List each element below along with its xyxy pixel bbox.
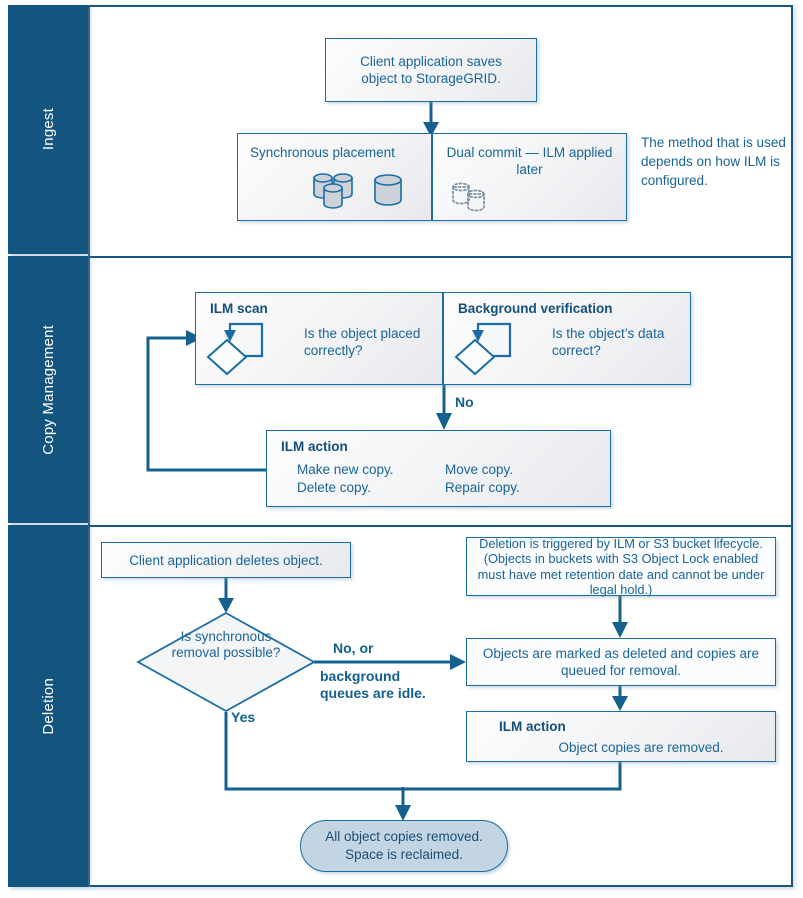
copy-no-label: No [455, 394, 474, 410]
band-divider-copy-deletion [88, 525, 793, 527]
ingest-method-note: The method that is used depends on how I… [641, 135, 786, 188]
band-divider-ingest-copy [88, 256, 793, 258]
deletion-client-delete-box[interactable]: Client application deletes object. [101, 542, 351, 578]
ingest-synchronous-placement-label: Synchronous placement [250, 145, 395, 160]
ingest-client-save-text: Client application saves object to Stora… [360, 54, 502, 86]
deletion-client-delete-text: Client application deletes object. [129, 552, 323, 568]
copy-background-verification-box[interactable]: Background verification Is the object’s … [443, 292, 691, 385]
band-label-copy-management-text: Copy Management [39, 324, 57, 455]
copy-ilm-action-delete-copy: Delete copy. [297, 480, 372, 495]
copy-ilm-scan-title: ILM scan [210, 301, 268, 316]
copy-ilm-action-box[interactable]: ILM action Make new copy. Delete copy. M… [266, 430, 611, 507]
deletion-ilm-action-body: Object copies are removed. [558, 740, 724, 755]
deletion-marked-deleted-box[interactable]: Objects are marked as deleted and copies… [466, 638, 776, 686]
deletion-ilm-action-title: ILM action [499, 719, 566, 734]
dashed-cylinder-icon [452, 182, 485, 212]
copy-ilm-action-repair-copy: Repair copy. [445, 480, 520, 495]
copy-ilm-scan-question: Is the object placed correctly? [304, 326, 421, 358]
deletion-marked-deleted-text: Objects are marked as deleted and copies… [482, 646, 760, 678]
ingest-dual-commit-label: Dual commit — ILM applied later [446, 145, 613, 177]
ingest-client-save-box[interactable]: Client application saves object to Stora… [325, 38, 537, 102]
cylinder-icon [374, 174, 402, 206]
band-label-deletion-text: Deletion [39, 677, 57, 735]
deletion-branch-no-label-2: background queues are idle. [320, 668, 426, 701]
decision-loop-icon [206, 322, 264, 376]
band-label-ingest: Ingest [8, 5, 88, 254]
band-label-copy-management: Copy Management [8, 256, 88, 523]
deletion-branch-no-label-1: No, or [333, 640, 374, 656]
copy-background-verification-question: Is the object’s data correct? [552, 326, 665, 358]
deletion-branch-yes-label: Yes [231, 709, 256, 725]
band-label-ingest-text: Ingest [39, 108, 57, 151]
copy-ilm-scan-box[interactable]: ILM scan Is the object placed correctly? [195, 292, 443, 385]
copy-ilm-action-title: ILM action [281, 439, 348, 454]
copy-background-verification-title: Background verification [458, 301, 613, 316]
ingest-dual-commit-box[interactable]: Dual commit — ILM applied later [432, 133, 627, 221]
cylinder-stack-icon [313, 173, 353, 209]
band-label-deletion: Deletion [8, 525, 88, 887]
deletion-final-line-2: Space is reclaimed. [345, 847, 463, 862]
deletion-final-line-1: All object copies removed. [325, 829, 483, 844]
copy-ilm-action-make-copy: Make new copy. [297, 462, 394, 477]
deletion-trigger-note-box[interactable]: Deletion is triggered by ILM or S3 bucke… [466, 535, 776, 598]
deletion-ilm-action-box[interactable]: ILM action Object copies are removed. [466, 711, 776, 762]
copy-ilm-action-move-copy: Move copy. [445, 462, 514, 477]
deletion-decision-label: Is synchronous removal possible? [171, 629, 281, 660]
deletion-final-pill[interactable]: All object copies removed. Space is recl… [300, 820, 508, 872]
decision-loop-icon-2 [454, 322, 512, 376]
deletion-trigger-note-text: Deletion is triggered by ILM or S3 bucke… [477, 535, 765, 598]
